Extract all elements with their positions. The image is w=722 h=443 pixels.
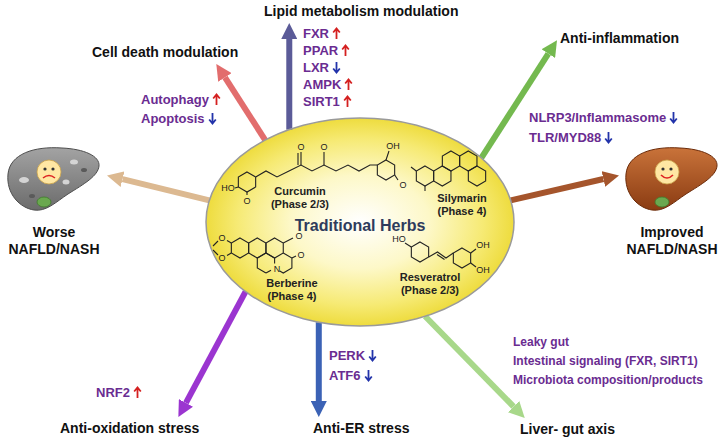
mechanism-item: Autophagy (140, 92, 210, 107)
mechanism-row: LXR (302, 60, 341, 75)
herb-name: Resveratrol (Phase 2/3) (397, 271, 463, 296)
category-title: Liver- gut axis (520, 421, 615, 438)
down-arrow (604, 131, 613, 144)
up-arrow (133, 386, 142, 399)
category-title: Anti-inflammation (560, 30, 679, 47)
effect-arrow (511, 179, 604, 200)
outcome-node: Worse NAFLD/NASH (4, 140, 104, 258)
effect-arrow (225, 77, 265, 140)
down-arrow (368, 349, 377, 362)
up-arrow (332, 27, 341, 40)
mechanism-group: Anti-inflammationNLRP3/InflammasomeTLR/M… (560, 30, 679, 47)
atom-label: HO (221, 184, 235, 193)
liver-space (4, 140, 104, 224)
mechanism-group: Lipid metabolism modulationFXRPPARLXRAMP… (264, 3, 458, 20)
mechanism-item: PPAR (302, 43, 339, 58)
outcome-label: Worse NAFLD/NASH (4, 224, 104, 258)
mechanism-item: PERK (328, 348, 366, 363)
effect-arrow (316, 322, 322, 401)
mechanism-row: ATF6 (328, 368, 373, 383)
mechanism-row: PPAR (302, 43, 350, 58)
resveratrol-structure (405, 242, 476, 268)
down-arrow (208, 112, 217, 125)
mechanism-item: NLRP3/Inflammasome (528, 110, 667, 125)
effect-arrow (123, 179, 210, 200)
mechanism-item: Intestinal signaling (FXR, SIRT1) (512, 354, 699, 369)
herb-name: Silymarin (Phase 4) (429, 192, 495, 217)
silymarin-structure (411, 151, 486, 191)
mechanism-item: SIRT1 (302, 94, 341, 109)
herb-name: Berberine (Phase 4) (259, 277, 325, 302)
mechanism-item: FXR (302, 26, 330, 41)
mechanism-item: Microbiota composition/products (512, 373, 704, 388)
up-arrow (341, 44, 350, 57)
atom-label: O (297, 251, 304, 260)
outcome-node: Improved NAFLD/NASH (622, 140, 722, 258)
mechanism-row: NLRP3/Inflammasome (528, 110, 678, 125)
category-title: Anti-ER stress (313, 420, 409, 437)
mechanism-row: TLR/MYD88 (528, 130, 613, 145)
mechanism-row: Apoptosis (140, 111, 217, 126)
mechanism-row: SIRT1 (302, 94, 352, 109)
herb-name: Curcumin (Phase 2/3) (267, 185, 333, 210)
category-title: Lipid metabolism modulation (264, 3, 458, 20)
down-arrow (669, 111, 678, 124)
category-title: Anti-oxidation stress (60, 420, 199, 437)
effect-arrow (186, 292, 246, 403)
up-arrow (343, 95, 352, 108)
mechanism-group: Anti-ER stressPERKATF6 (313, 420, 409, 437)
category-title: Cell death modulation (92, 44, 238, 61)
mechanism-item: LXR (302, 60, 330, 75)
mechanism-row: AMPK (302, 77, 353, 92)
up-arrow (344, 78, 353, 91)
mechanism-row: NRF2 (95, 385, 142, 400)
mechanism-group: Liver- gut axisLeaky gutIntestinal signa… (520, 421, 615, 438)
atom-label: N (274, 265, 281, 274)
atom-label: O (218, 254, 225, 263)
ellipse-border (206, 118, 514, 326)
berberine-structure (213, 238, 296, 273)
mechanism-item: TLR/MYD88 (528, 130, 602, 145)
mechanism-item: NRF2 (95, 385, 131, 400)
mechanism-row: Intestinal signaling (FXR, SIRT1) (512, 354, 699, 369)
atom-label: O (218, 234, 225, 243)
herb-ellipse: Traditional Herbs Curcumin (Phase 2/3) Sil… (205, 117, 515, 327)
down-arrow (364, 369, 373, 382)
mechanism-item: Leaky gut (512, 335, 570, 350)
mechanism-row: Microbiota composition/products (512, 373, 704, 388)
atom-label: HO (392, 235, 406, 244)
ellipse-ground (206, 118, 514, 326)
down-arrow (332, 61, 341, 74)
center-title: Traditional Herbs (295, 217, 426, 235)
mechanism-item: ATF6 (328, 368, 362, 383)
atom-label: O (243, 197, 250, 206)
fatty-liver-illustration (8, 148, 99, 211)
healthy-liver-illustration (626, 148, 717, 211)
up-arrow (212, 93, 221, 106)
atom-label: OH (476, 266, 490, 275)
atom-label: O (295, 232, 302, 241)
mechanism-row: Leaky gut (512, 335, 570, 350)
mechanism-row: FXR (302, 26, 341, 41)
mechanism-row: PERK (328, 348, 377, 363)
mechanism-row: Autophagy (140, 92, 221, 107)
effect-arrow (286, 39, 292, 130)
mechanism-item: AMPK (302, 77, 342, 92)
liver-space (622, 140, 722, 224)
mechanism-group: Cell death modulationAutophagyApoptosis (92, 44, 238, 61)
outcome-label: Improved NAFLD/NASH (622, 224, 722, 258)
atom-label: OH (476, 241, 490, 250)
atom-label: O (297, 143, 304, 152)
atom-label: O (320, 143, 327, 152)
effect-arrow (425, 316, 513, 406)
atom-label: OH (386, 142, 400, 151)
mechanism-group: Anti-oxidation stressNRF2 (60, 420, 199, 437)
mechanism-item: Apoptosis (140, 111, 206, 126)
atom-label: O (399, 181, 406, 190)
